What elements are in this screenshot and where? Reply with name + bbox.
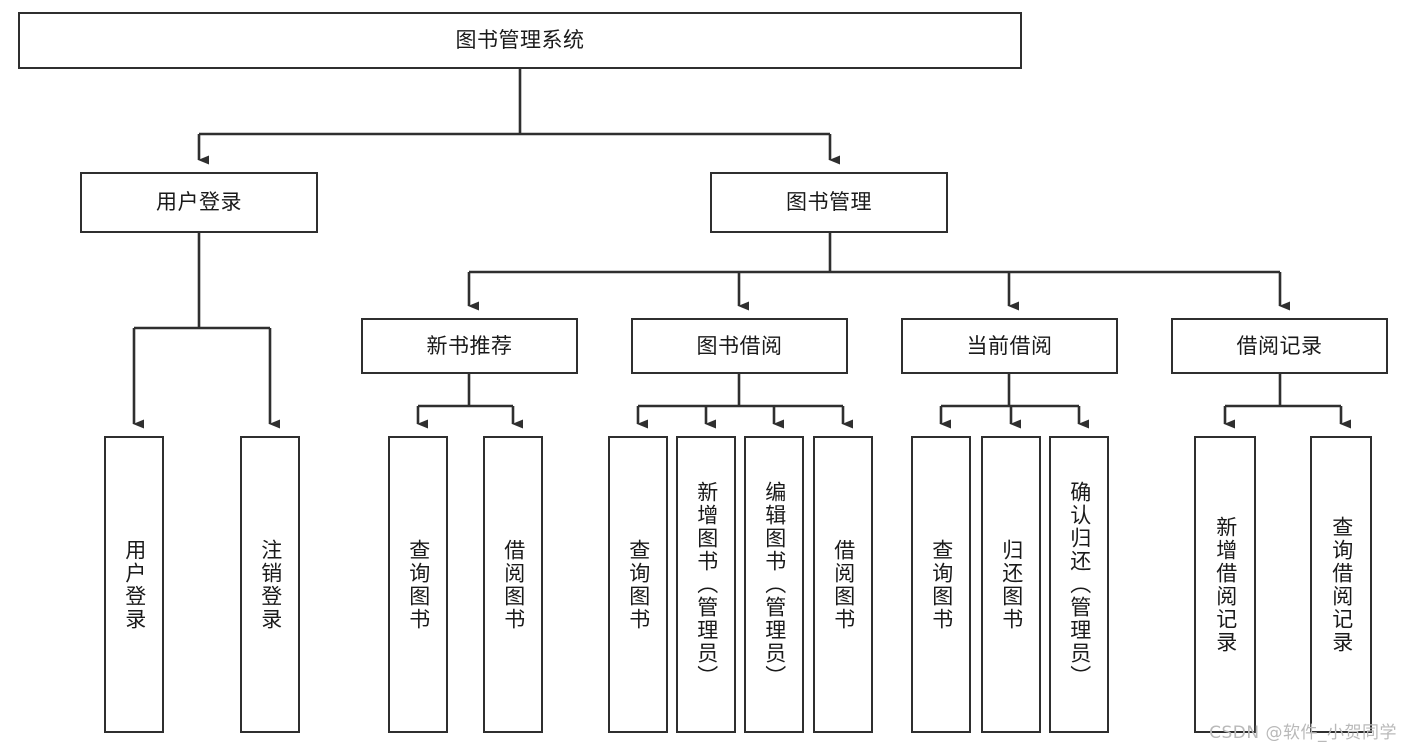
leaf-query-book-2-label: 查询图书: [626, 538, 651, 631]
node-book-manage-label: 图书管理: [786, 190, 872, 214]
node-borrow-record[interactable]: 借阅记录: [1171, 318, 1388, 374]
edges-new-book-recommend-to-leaves: [416, 374, 523, 429]
edges-current-borrow-to-leaves: [939, 374, 1089, 429]
node-book-borrow-label: 图书借阅: [696, 333, 783, 358]
edges-book-manage-to-level3: [467, 233, 1290, 311]
node-root[interactable]: 图书管理系统: [18, 12, 1022, 69]
node-new-book-recommend[interactable]: 新书推荐: [361, 318, 578, 374]
leaf-query-book-3-label: 查询图书: [929, 538, 954, 631]
leaf-add-record[interactable]: 新增借阅记录: [1194, 436, 1256, 733]
leaf-borrow-book-1-label: 借阅图书: [501, 538, 526, 631]
leaf-borrow-book-2[interactable]: 借阅图书: [813, 436, 873, 733]
leaf-query-book-3[interactable]: 查询图书: [911, 436, 971, 733]
leaf-borrow-book-2-label: 借阅图书: [831, 538, 856, 631]
leaf-add-book[interactable]: 新增图书（管理员）: [676, 436, 736, 733]
node-book-manage[interactable]: 图书管理: [710, 172, 948, 233]
node-borrow-record-label: 借阅记录: [1236, 333, 1323, 358]
node-user-login-label: 用户登录: [156, 190, 242, 214]
leaf-user-login-label: 用户登录: [122, 538, 147, 631]
leaf-logout[interactable]: 注销登录: [240, 436, 300, 733]
leaf-logout-label: 注销登录: [258, 538, 283, 631]
edges-user-login-to-leaves: [132, 233, 280, 429]
leaf-return-book[interactable]: 归还图书: [981, 436, 1041, 733]
leaf-confirm-return-label: 确认归还（管理员）: [1067, 481, 1092, 688]
leaf-borrow-book-1[interactable]: 借阅图书: [483, 436, 543, 733]
leaf-query-book-1-label: 查询图书: [406, 538, 431, 631]
leaf-add-book-label: 新增图书（管理员）: [694, 481, 719, 688]
edges-root-to-level2: [197, 69, 840, 165]
leaf-query-record[interactable]: 查询借阅记录: [1310, 436, 1372, 733]
leaf-confirm-return[interactable]: 确认归还（管理员）: [1049, 436, 1109, 733]
node-current-borrow[interactable]: 当前借阅: [901, 318, 1118, 374]
leaf-user-login[interactable]: 用户登录: [104, 436, 164, 733]
leaf-edit-book[interactable]: 编辑图书（管理员）: [744, 436, 804, 733]
leaf-add-record-label: 新增借阅记录: [1213, 515, 1238, 654]
node-current-borrow-label: 当前借阅: [966, 333, 1053, 358]
leaf-query-record-label: 查询借阅记录: [1329, 515, 1354, 654]
node-new-book-recommend-label: 新书推荐: [426, 333, 513, 358]
node-user-login[interactable]: 用户登录: [80, 172, 318, 233]
node-root-label: 图书管理系统: [455, 28, 585, 52]
leaf-edit-book-label: 编辑图书（管理员）: [762, 481, 787, 688]
leaf-return-book-label: 归还图书: [999, 538, 1024, 631]
node-book-borrow[interactable]: 图书借阅: [631, 318, 848, 374]
leaf-query-book-2[interactable]: 查询图书: [608, 436, 668, 733]
leaf-query-book-1[interactable]: 查询图书: [388, 436, 448, 733]
edges-borrow-record-to-leaves: [1223, 374, 1351, 429]
edges-book-borrow-to-leaves: [636, 374, 853, 429]
